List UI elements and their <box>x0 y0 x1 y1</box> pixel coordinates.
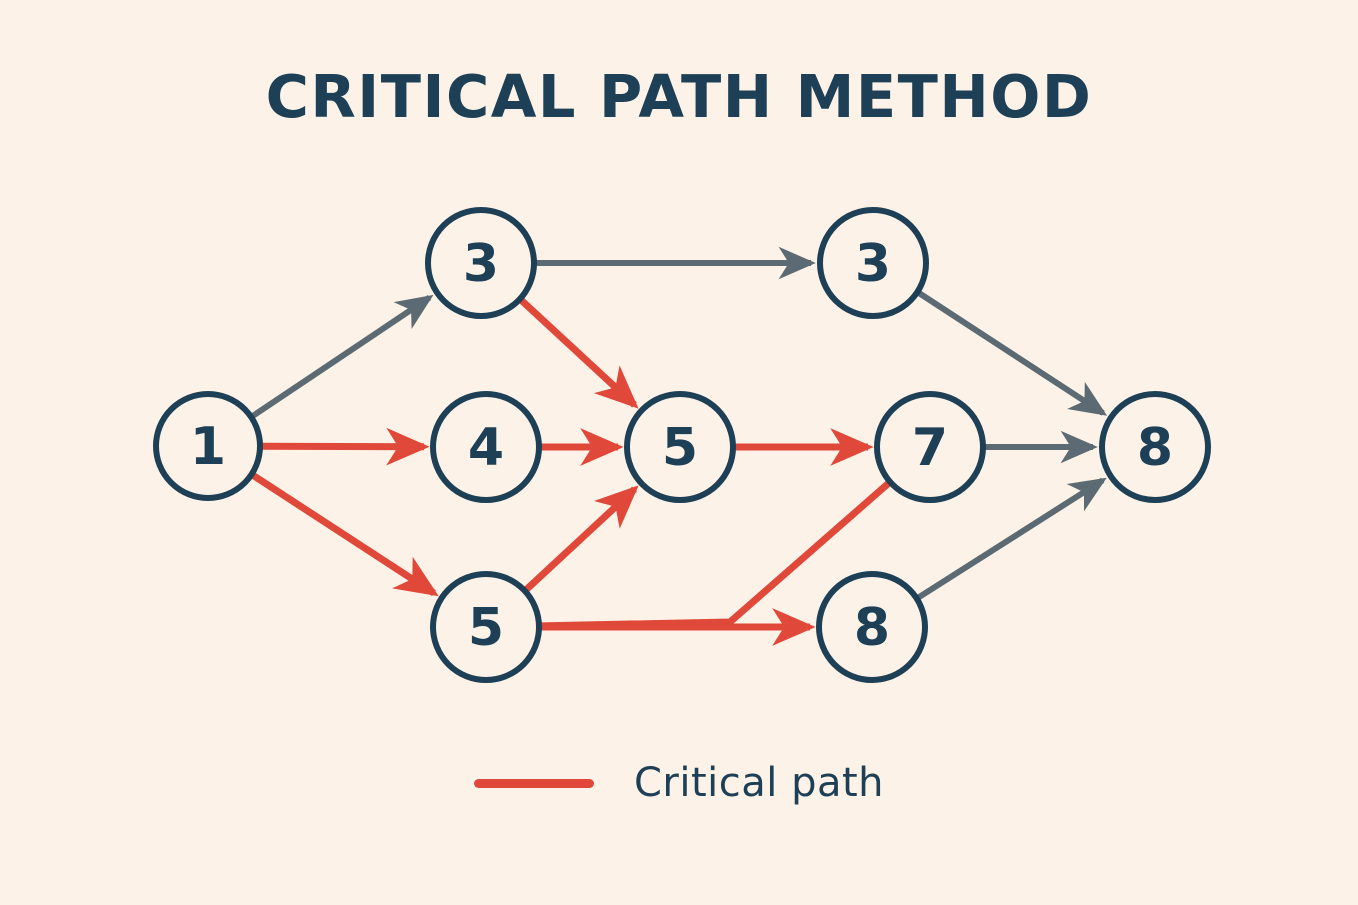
page-title: CRITICAL PATH METHOD <box>265 62 1093 131</box>
edge-5-to-7 <box>540 479 892 630</box>
edge-1-to-3 <box>251 294 434 419</box>
node-circle[interactable] <box>817 207 929 319</box>
edge-1-to-5 <box>251 472 439 597</box>
node-circle[interactable] <box>1099 391 1211 503</box>
node-label: 4 <box>468 418 504 478</box>
edge-1-to-4 <box>261 427 430 466</box>
legend-label-critical-path: Critical path <box>633 760 885 806</box>
node-label: 1 <box>190 417 226 477</box>
legend-swatch-critical-path <box>473 778 594 788</box>
node-circle[interactable] <box>874 391 986 503</box>
node-label: 5 <box>662 418 698 478</box>
node-circle[interactable] <box>624 391 736 503</box>
node-n1[interactable]: 1 <box>153 391 263 501</box>
edge-3-to-8 <box>917 290 1108 416</box>
node-circle[interactable] <box>430 571 542 683</box>
edge-3-to-5 <box>519 297 639 409</box>
edge-8-to-8 <box>916 477 1107 601</box>
node-circle[interactable] <box>425 207 537 319</box>
node-n3a[interactable]: 3 <box>425 207 537 319</box>
node-n8a[interactable]: 8 <box>816 571 928 683</box>
node-label: 7 <box>912 418 948 478</box>
node-n3b[interactable]: 3 <box>817 207 929 319</box>
node-circle[interactable] <box>816 571 928 683</box>
node-n5b[interactable]: 5 <box>430 571 542 683</box>
node-label: 3 <box>463 234 499 294</box>
node-n5a[interactable]: 5 <box>624 391 736 503</box>
node-n4[interactable]: 4 <box>430 391 542 503</box>
node-circle[interactable] <box>430 391 542 503</box>
node-circle[interactable] <box>153 391 263 501</box>
node-label: 8 <box>1137 418 1173 478</box>
legend: Critical path <box>0 760 1358 806</box>
node-label: 8 <box>854 598 890 658</box>
node-layer: 1 3 4 5 5 3 7 8 8 <box>153 207 1211 683</box>
node-n8b[interactable]: 8 <box>1099 391 1211 503</box>
edge-5-to-5 <box>523 485 639 593</box>
node-label: 3 <box>855 234 891 294</box>
node-label: 5 <box>468 598 504 658</box>
node-n7[interactable]: 7 <box>874 391 986 503</box>
edge-layer <box>251 246 1108 646</box>
